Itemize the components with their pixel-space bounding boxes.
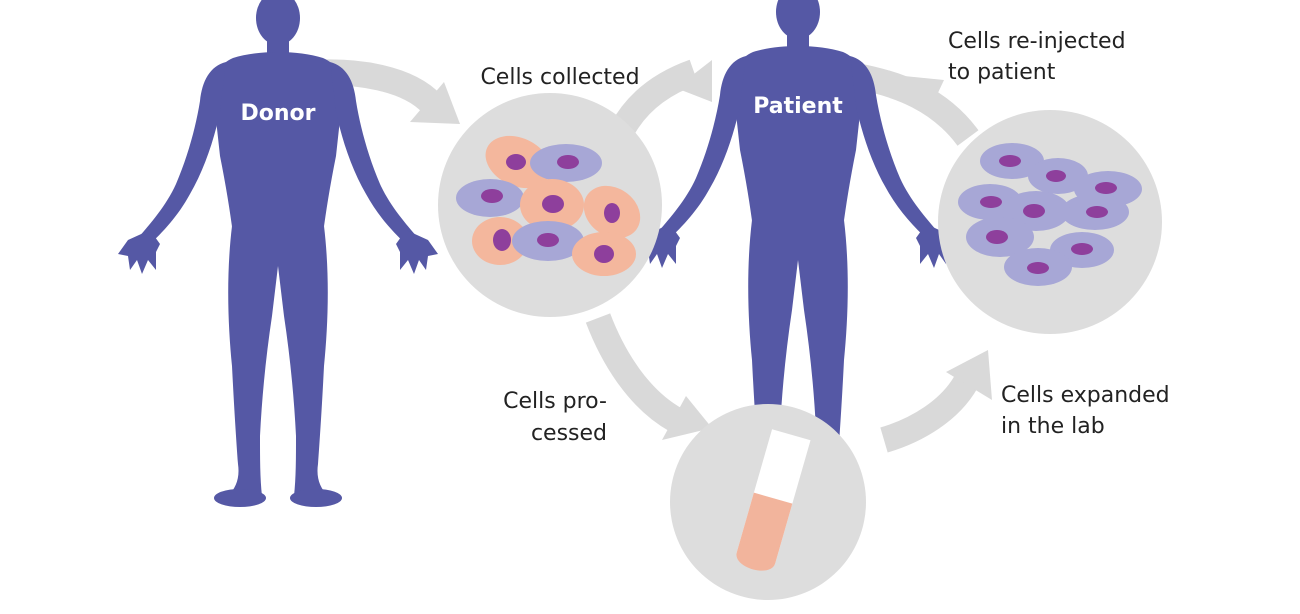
expanded-cells-circle — [938, 110, 1162, 334]
donor-label: Donor — [240, 101, 315, 126]
step-label-expanded: Cells expanded in the lab — [1001, 383, 1170, 439]
test-tube-circle — [670, 404, 866, 600]
patient-label: Patient — [753, 94, 843, 119]
cell — [583, 185, 641, 239]
arrow-processed-to-expanded — [880, 350, 992, 453]
cell — [1004, 248, 1072, 286]
cell — [456, 179, 524, 217]
step-label-processed: Cells pro- cessed — [503, 389, 607, 446]
cell — [966, 217, 1034, 257]
arrow-collected-to-processed — [585, 313, 712, 440]
step-label-line: Cells expanded — [1001, 383, 1170, 408]
collected-cells-circle — [438, 93, 662, 317]
cell — [530, 144, 602, 182]
arrow-patient-to-collected — [610, 59, 712, 137]
cell — [572, 232, 636, 276]
step-label-collected: Cells collected — [480, 65, 639, 90]
step-label-line: Cells pro- — [503, 389, 607, 414]
cell — [980, 143, 1044, 179]
step-label-reinjected: Cells re-injected to patient — [948, 29, 1126, 85]
step-label-line: to patient — [948, 60, 1056, 85]
cell — [472, 217, 528, 265]
step-label-line: Cells collected — [480, 65, 639, 90]
cell — [512, 221, 584, 261]
cell — [1028, 158, 1088, 194]
step-label-line: Cells re-injected — [948, 29, 1126, 54]
cell — [520, 179, 584, 231]
step-label-line: cessed — [531, 421, 607, 446]
test-tube-icon — [736, 429, 811, 571]
cell — [1061, 194, 1129, 230]
step-label-line: in the lab — [1001, 414, 1105, 439]
process-arrows — [298, 59, 992, 453]
cell — [485, 135, 551, 189]
